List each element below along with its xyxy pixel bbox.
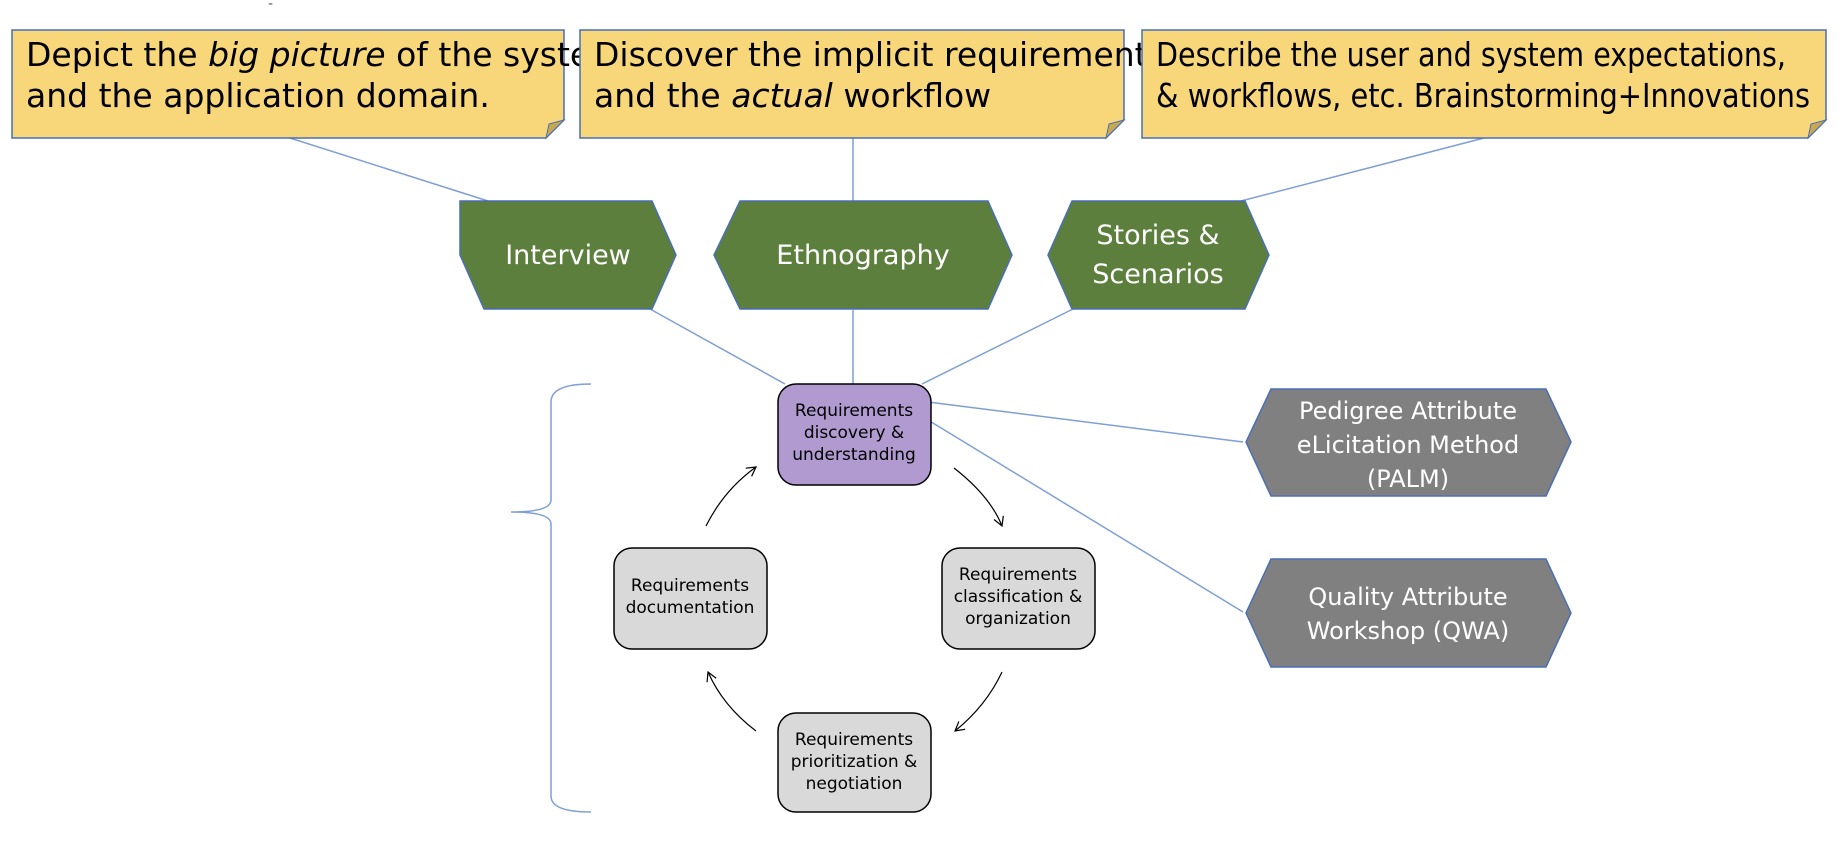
arrow-discovery-to-classification: [953, 467, 1004, 528]
connector-discovery-palm: [927, 401, 1244, 443]
note-interview-line2: and the application domain.: [26, 76, 490, 115]
hex-palm-label-3: (PALM): [1367, 465, 1449, 493]
note-fold-icon: [1807, 119, 1828, 140]
box-prioritization-line2: prioritization &: [791, 752, 918, 772]
box-classification: Requirements classification & organizati…: [941, 547, 1096, 650]
box-classification-line3: organization: [965, 609, 1071, 629]
hex-stories-label-1: Stories &: [1096, 220, 1219, 251]
hex-palm-label-1: Pedigree Attribute: [1299, 397, 1517, 425]
box-classification-line2: classification &: [954, 587, 1083, 607]
box-prioritization-line1: Requirements: [795, 730, 913, 750]
note-fold-icon: [1105, 119, 1126, 140]
connector-interview-discovery: [649, 308, 786, 385]
hex-qaw-label-1: Quality Attribute: [1308, 583, 1507, 611]
connector-note-interview: [289, 137, 489, 202]
hex-stories-label-2: Scenarios: [1092, 259, 1223, 290]
hex-palm: Pedigree Attribute eLicitation Method (P…: [1245, 388, 1572, 497]
note-stories-line1: Describe the user and system expectation…: [1156, 35, 1786, 74]
box-documentation-line2: documentation: [626, 598, 755, 618]
hex-ethnography-label: Ethnography: [776, 240, 949, 271]
hex-palm-label-2: eLicitation Method: [1297, 431, 1519, 459]
box-documentation: Requirements documentation: [613, 547, 768, 650]
hex-interview-label: Interview: [505, 240, 631, 271]
connector-stories-discovery: [921, 308, 1074, 385]
note-ethnography: Discover the implicit requirements and t…: [579, 29, 1165, 140]
hex-qaw-label-2: Workshop (QWA): [1307, 617, 1510, 645]
bracket-brace: [510, 383, 592, 813]
cycle-arrows: [705, 466, 1004, 732]
hex-ethnography: Ethnography: [713, 200, 1013, 310]
box-discovery-line3: understanding: [792, 445, 916, 465]
box-classification-line1: Requirements: [959, 565, 1077, 585]
box-documentation-line1: Requirements: [631, 576, 749, 596]
arrow-classification-to-prioritization: [954, 671, 1003, 732]
connector-note-stories: [1240, 137, 1485, 202]
note-stories-line2: & workflows, etc. Brainstorming+Innovati…: [1156, 76, 1810, 115]
box-prioritization: Requirements prioritization & negotiatio…: [777, 712, 932, 813]
hex-interview: Interview: [459, 200, 677, 310]
arrow-documentation-to-discovery: [705, 466, 758, 527]
note-interview: Depict the big picture of the system and…: [11, 29, 622, 140]
connectors: [289, 137, 1485, 613]
box-prioritization-line3: negotiation: [806, 774, 903, 794]
note-stories: Describe the user and system expectation…: [1141, 29, 1828, 140]
connector-discovery-qaw: [927, 419, 1244, 613]
note-ethnography-line1: Discover the implicit requirements: [594, 35, 1165, 74]
arrow-prioritization-to-documentation: [706, 670, 757, 732]
hex-qaw: Quality Attribute Workshop (QWA): [1245, 558, 1572, 668]
hex-stories: Stories & Scenarios: [1047, 200, 1270, 310]
box-discovery: Requirements discovery & understanding: [777, 383, 932, 486]
note-ethnography-line2: and the actual workflow: [594, 76, 991, 115]
note-fold-icon: [545, 119, 566, 140]
stray-mark: -: [268, 0, 273, 12]
note-interview-line1: Depict the big picture of the system: [26, 35, 622, 74]
box-discovery-line2: discovery &: [804, 423, 904, 443]
box-discovery-line1: Requirements: [795, 401, 913, 421]
